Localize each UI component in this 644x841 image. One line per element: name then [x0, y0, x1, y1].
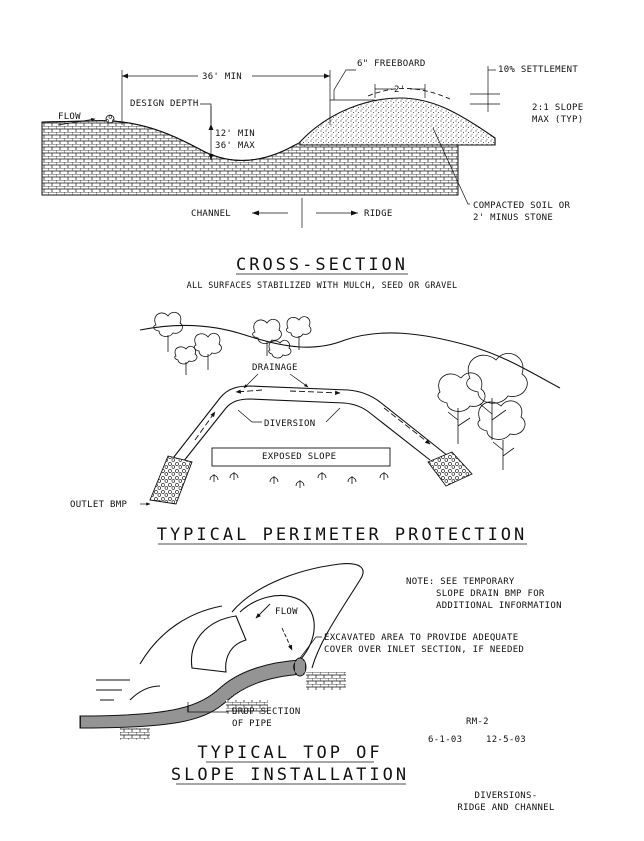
- inlet-section: [190, 615, 247, 673]
- drawing-name-2: RIDGE AND CHANNEL: [457, 803, 554, 813]
- excavated-line-1: EXCAVATED AREA TO PROVIDE ADEQUATE: [324, 633, 518, 643]
- top-of-slope-diagram: FLOW NOTE: SEE TEMPORARY SLOPE DRAIN BMP…: [79, 563, 562, 740]
- excavated-line-2: COVER OVER INLET SECTION, IF NEEDED: [324, 645, 524, 655]
- slope-label-2: MAX (TYP): [532, 115, 583, 125]
- outlet-bmp-right: [427, 451, 473, 487]
- ridge-label: RIDGE: [364, 209, 393, 219]
- slope-label-1: 2:1 SLOPE: [532, 103, 583, 113]
- vegetation-tufts: [209, 472, 389, 488]
- settlement-label: 10% SETTLEMENT: [498, 65, 578, 75]
- drop-section-line-2: OF PIPE: [232, 719, 272, 729]
- sheet-number: RM-2: [466, 717, 489, 727]
- exposed-slope-label: EXPOSED SLOPE: [262, 452, 336, 462]
- cross-section-diagram: FLOW 36' MIN DESIGN DEPTH 12' MIN 36' MA…: [41, 59, 583, 228]
- note-line-1: NOTE: SEE TEMPORARY: [406, 577, 515, 587]
- compacted-ridge: [299, 97, 496, 146]
- ground-hatch-1: [306, 672, 346, 690]
- diversion-label: DIVERSION: [264, 419, 315, 429]
- cross-section-title: CROSS-SECTION: [236, 255, 408, 275]
- ground-hatch-2: [120, 728, 150, 740]
- date-2: 12-5-03: [486, 735, 526, 745]
- soil-label-2: 2' MINUS STONE: [473, 213, 553, 223]
- freeboard-label: 6" FREEBOARD: [357, 59, 426, 69]
- top-flow-label: FLOW: [275, 607, 298, 617]
- date-1: 6-1-03: [428, 735, 462, 745]
- tree-cluster-left: [153, 311, 312, 375]
- flow-stone: [105, 114, 115, 124]
- tree-cluster-right: [437, 353, 528, 470]
- outlet-bmp-label: OUTLET BMP: [70, 500, 127, 510]
- corrugated-pipe: [79, 659, 305, 729]
- diversion-ridge: [169, 385, 449, 463]
- flow-label: FLOW: [58, 112, 81, 122]
- depth-min-label: 12' MIN: [215, 129, 255, 139]
- perimeter-title: TYPICAL PERIMETER PROTECTION: [157, 525, 528, 545]
- note-line-2: SLOPE DRAIN BMP FOR: [436, 589, 545, 599]
- outlet-bmp-left: [149, 455, 193, 505]
- exposed-slope: [211, 447, 391, 467]
- slope-mound: [231, 563, 364, 669]
- perimeter-diagram: DRAINAGE DIVERSION EXPOSED SLOPE OUTLET …: [70, 311, 561, 510]
- min-width-label: 36' MIN: [202, 72, 242, 82]
- top-of-slope-title-2: SLOPE INSTALLATION: [171, 765, 409, 785]
- soil-label-1: COMPACTED SOIL OR: [473, 201, 570, 211]
- design-depth-label: DESIGN DEPTH: [130, 99, 199, 109]
- drawing-name-1: DIVERSIONS-: [475, 791, 538, 801]
- cross-section-subtitle: ALL SURFACES STABILIZED WITH MULCH, SEED…: [187, 281, 458, 291]
- drainage-label: DRAINAGE: [252, 363, 298, 373]
- depth-max-label: 36' MAX: [215, 141, 255, 151]
- top-width-label: 2': [394, 85, 405, 95]
- channel-label: CHANNEL: [191, 209, 231, 219]
- top-of-slope-title-1: TYPICAL TOP OF: [197, 743, 382, 763]
- settlement-arc: [367, 88, 451, 100]
- drop-section-line-1: DROP SECTION: [232, 707, 301, 717]
- note-line-3: ADDITIONAL INFORMATION: [436, 601, 562, 611]
- ground-hatch-3: [226, 700, 268, 714]
